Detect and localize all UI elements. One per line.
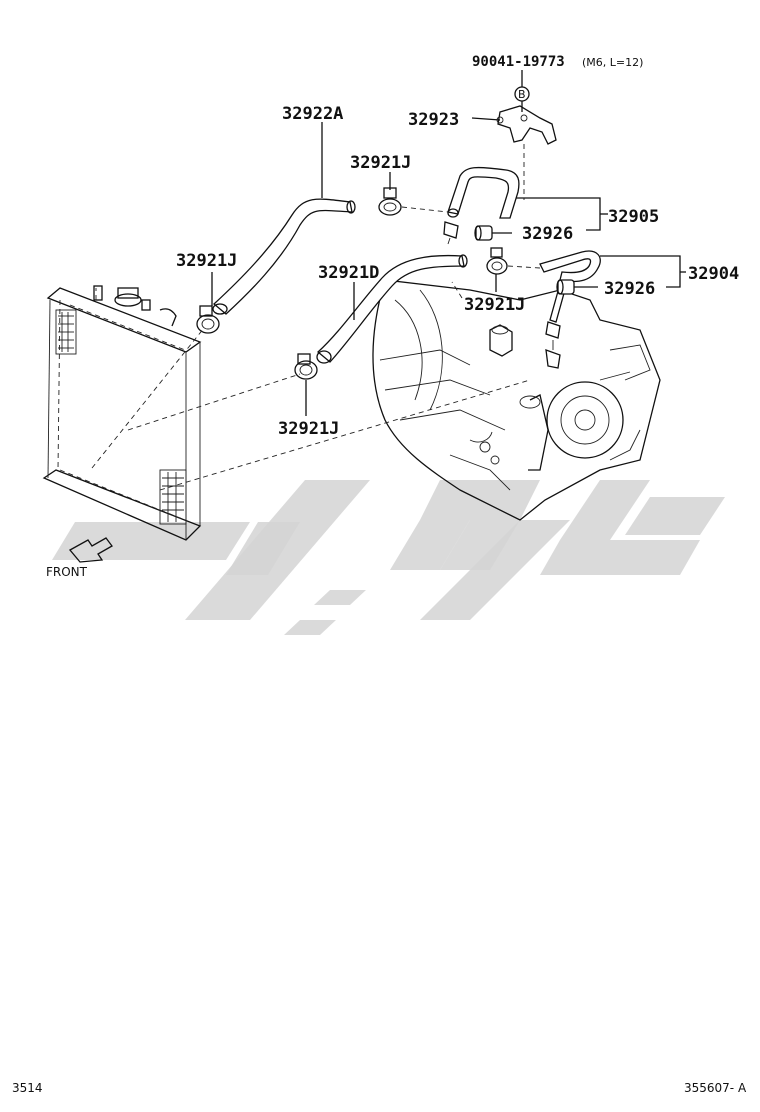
callout-b-letter: B [518, 88, 526, 101]
figure-code: 355607- A [684, 1081, 747, 1095]
radiator-drawing [42, 285, 202, 541]
radiator-core-hatch-bottom [162, 472, 184, 522]
label-32921J-bottom: 32921J [278, 419, 339, 439]
label-32926-b: 32926 [604, 279, 655, 299]
label-32921J-mid: 32921J [464, 295, 525, 315]
label-32921J-top: 32921J [350, 153, 411, 173]
hose-32904 [539, 250, 601, 283]
hose-32921D [317, 254, 465, 363]
clamp-32921J-bottom [294, 353, 318, 380]
front-arrow-icon [68, 537, 113, 563]
bracket-32923 [496, 105, 557, 145]
hose-32922A [213, 198, 353, 315]
label-32921D: 32921D [318, 263, 379, 283]
watermark-logo [52, 480, 725, 635]
label-32921J-left: 32921J [176, 251, 237, 271]
label-bolt-spec: (M6, L=12) [582, 56, 643, 69]
label-32926-a: 32926 [522, 224, 573, 244]
hose-32926-a [474, 225, 493, 241]
label-bolt-number: 90041-19773 [472, 54, 565, 70]
label-32905: 32905 [608, 207, 659, 227]
clamp-32921J-mid [486, 247, 508, 275]
radiator-core-hatch-top [58, 312, 74, 352]
label-32904: 32904 [688, 264, 739, 284]
engine-transaxle-drawing [372, 279, 661, 521]
hose-32926-b [556, 279, 575, 295]
clamp-32921J-top [378, 187, 402, 216]
page-number: 3514 [12, 1081, 43, 1095]
label-32923: 32923 [408, 110, 459, 130]
clamp-32921J-left [196, 305, 220, 334]
hose-32905 [447, 166, 520, 219]
label-32922A: 32922A [282, 104, 343, 124]
front-label: FRONT [46, 565, 88, 579]
